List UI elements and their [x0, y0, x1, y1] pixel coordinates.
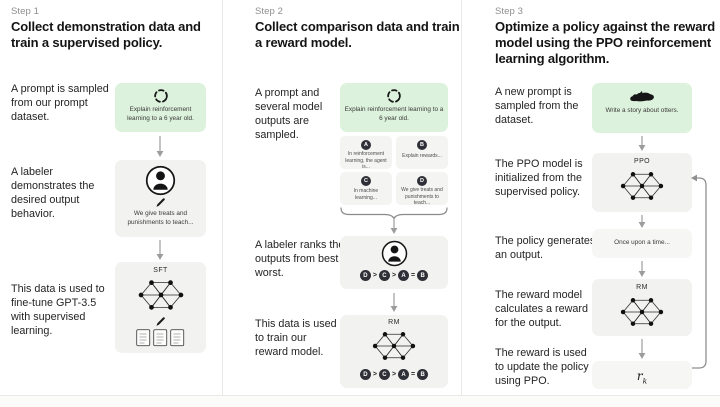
step2-label: Step 2: [255, 6, 284, 17]
step1-prompt-box-text: Explain reinforcement learning to a 6 ye…: [127, 106, 194, 122]
output-text: We give treats and punishments to teach.…: [401, 187, 443, 206]
output-letter: D: [417, 176, 427, 186]
reward-symbol-subscript: k: [642, 376, 648, 386]
step1-column: Step 1 Collect demonstration data and tr…: [0, 0, 222, 407]
rank-separator: =: [411, 371, 416, 378]
output-letter: B: [417, 140, 427, 150]
output-text: In reinforcement learning, the agent is.…: [345, 151, 387, 170]
rank-item: A: [398, 369, 410, 380]
neural-network-icon: [620, 172, 664, 200]
pencil-icon: [156, 198, 165, 207]
step2-prompt-box: Explain reinforcement learning to a 6 ye…: [340, 83, 448, 132]
step3-prompt-box: Write a story about otters.: [592, 83, 692, 133]
step1-labeler-label: A labeler demonstrates the desired outpu…: [11, 166, 95, 221]
output-letter: A: [361, 140, 371, 150]
neural-network-icon: [138, 280, 184, 310]
output-text: Explain rewards...: [402, 153, 442, 159]
output-box-a: A In reinforcement learning, the agent i…: [340, 136, 392, 170]
rm-model-title: RM: [388, 319, 400, 326]
rank-item: A: [398, 270, 410, 281]
rank-separator: >: [391, 272, 397, 279]
output-box-b: B Explain rewards...: [396, 136, 448, 169]
output-letter: C: [361, 176, 371, 186]
ppo-model-title: PPO: [634, 158, 650, 165]
arrow-down-icon: [638, 261, 646, 277]
step1-finetune-label: This data is used to fine-tune GPT-3.5 w…: [11, 283, 105, 338]
bottom-strip: [0, 396, 720, 407]
step3-reward-label: The reward model calculates a reward for…: [495, 289, 589, 330]
step3-ppo-box: PPO: [592, 153, 692, 212]
bottom-divider: [0, 395, 720, 396]
step2-column: Step 2 Collect comparison data and train…: [222, 0, 461, 407]
step3-column: Step 3 Optimize a policy against the rew…: [461, 0, 720, 407]
arrow-down-icon: [638, 215, 646, 228]
step3-output-label: The policy generates an output.: [495, 235, 596, 262]
output-box-c: C In machine learning...: [340, 172, 392, 205]
neural-network-icon: [372, 332, 416, 360]
step2-rank-box: D > C > A = B: [340, 236, 448, 289]
reward-value: rk: [592, 367, 692, 385]
rank-separator: >: [372, 371, 377, 378]
reward-symbol: r: [636, 369, 643, 383]
rank-separator: >: [372, 272, 377, 279]
rank-item: C: [378, 270, 390, 281]
rm-model-title: RM: [636, 284, 648, 291]
rank-item: D: [359, 369, 371, 380]
pencil-icon: [156, 317, 165, 326]
otter-icon: [630, 91, 654, 102]
arrow-down-icon: [156, 240, 164, 260]
step3-title: Optimize a policy against the reward mod…: [495, 19, 715, 67]
step2-rank-label: A labeler ranks the outputs from best to…: [255, 239, 351, 280]
column-divider: [222, 0, 223, 407]
feedback-loop-arrow: [691, 174, 707, 369]
rank-separator: =: [411, 272, 416, 279]
rank-item: B: [417, 270, 429, 281]
step3-init-label: The PPO model is initialized from the su…: [495, 158, 583, 199]
ranking-row: D > C > A = B: [340, 369, 448, 380]
step1-prompt-label: A prompt is sampled from our prompt data…: [11, 83, 109, 124]
step3-prompt-label: A new prompt is sampled from the dataset…: [495, 86, 579, 127]
rank-item: C: [378, 369, 390, 380]
arrow-down-icon: [390, 293, 398, 312]
step3-label: Step 3: [495, 6, 524, 17]
labeler-icon: [145, 165, 176, 196]
neural-network-icon: [620, 298, 664, 326]
output-text: In machine learning...: [353, 188, 379, 201]
arrow-down-icon: [638, 339, 646, 359]
step2-train-label: This data is used to train our reward mo…: [255, 318, 337, 359]
step1-labeler-box-text: We give treats and punishments to teach.…: [127, 210, 194, 226]
documents-icon: [136, 329, 185, 347]
brace-icon: [340, 207, 448, 220]
step2-title: Collect comparison data and train a rewa…: [255, 19, 460, 51]
step2-prompt-box-text: Explain reinforcement learning to a 6 ye…: [344, 106, 444, 122]
step1-prompt-box: Explain reinforcement learning to a 6 ye…: [115, 83, 206, 132]
step3-output-box: Once upon a time...: [592, 229, 692, 258]
arrow-down-icon: [638, 136, 646, 151]
step1-label: Step 1: [11, 6, 40, 17]
step3-output-box-text: Once upon a time...: [614, 239, 670, 246]
arrow-down-icon: [390, 219, 398, 234]
sample-icon: [154, 89, 168, 103]
rank-item: D: [359, 270, 371, 281]
step2-sample-label: A prompt and several model outputs are s…: [255, 87, 323, 142]
rank-separator: >: [391, 371, 397, 378]
step1-labeler-box: We give treats and punishments to teach.…: [115, 160, 206, 237]
arrow-down-icon: [156, 136, 164, 157]
step3-prompt-box-text: Write a story about otters.: [605, 107, 679, 114]
ranking-row: D > C > A = B: [340, 270, 448, 281]
labeler-icon: [381, 240, 408, 267]
step1-sft-box: SFT: [115, 262, 206, 353]
step2-rm-box: RM D > C > A = B: [340, 315, 448, 388]
step3-rm-box: RM: [592, 279, 692, 336]
column-divider: [461, 0, 462, 407]
sft-model-title: SFT: [153, 267, 168, 274]
sample-icon: [387, 89, 401, 103]
step3-reward-value-box: rk: [592, 361, 692, 389]
output-box-d: D We give treats and punishments to teac…: [396, 172, 448, 206]
step1-title: Collect demonstration data and train a s…: [11, 19, 201, 51]
step3-update-label: The reward is used to update the policy …: [495, 347, 589, 388]
rank-item: B: [417, 369, 429, 380]
